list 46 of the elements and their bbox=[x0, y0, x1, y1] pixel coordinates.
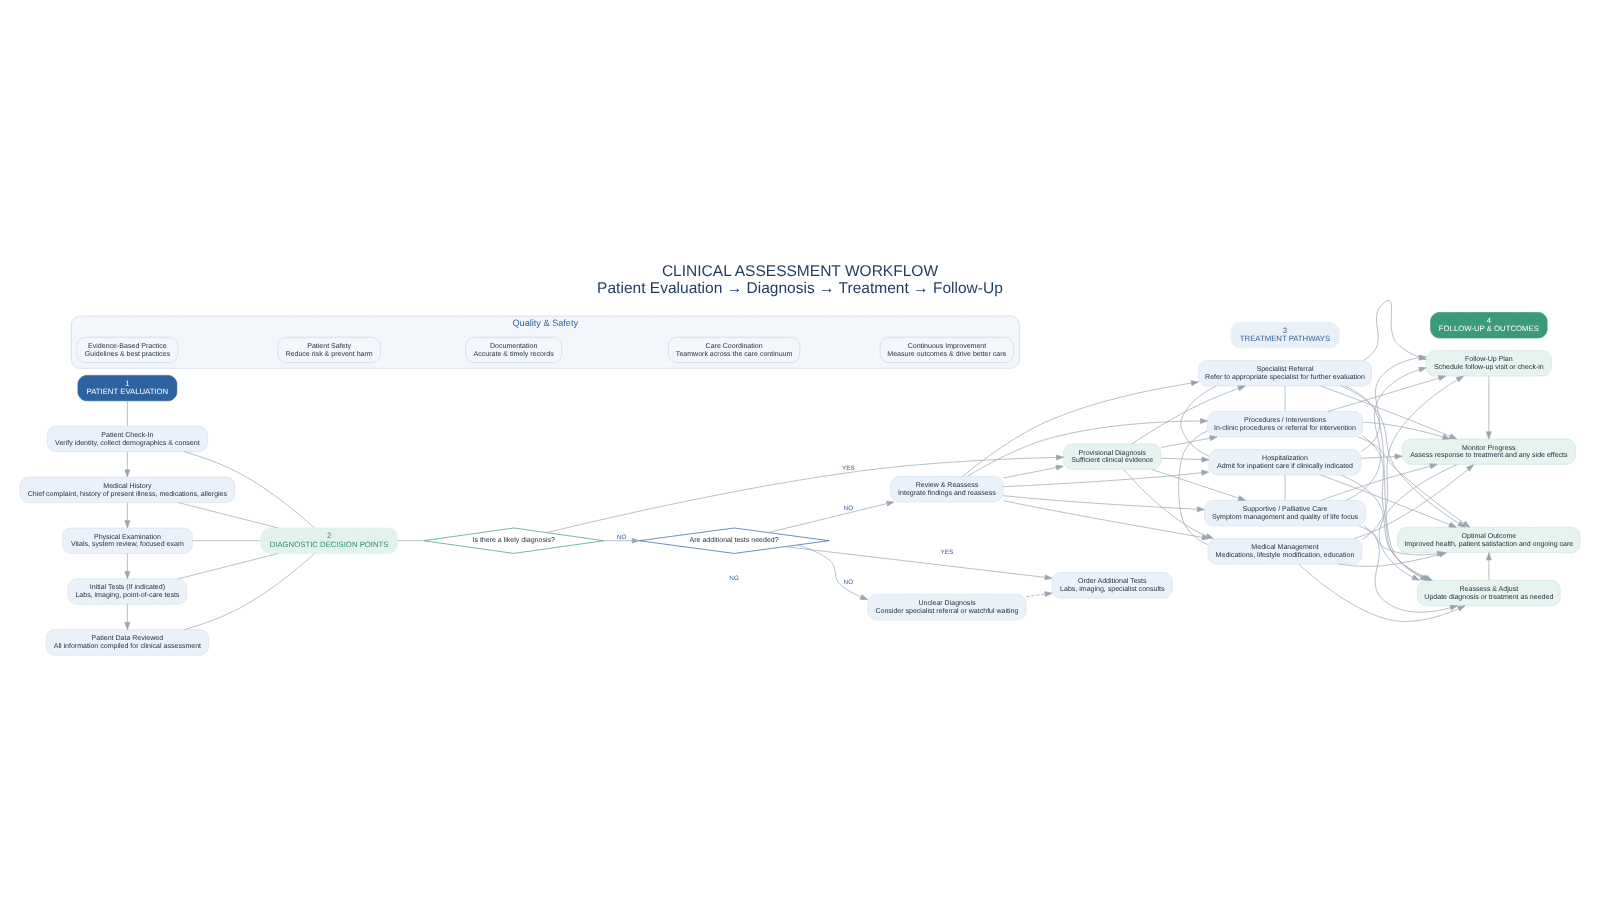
connector bbox=[127, 399, 128, 426]
arrow bbox=[1298, 562, 1466, 621]
connector bbox=[1284, 384, 1286, 411]
arrow bbox=[1002, 494, 1205, 512]
arrow bbox=[1320, 384, 1458, 439]
arrow bbox=[962, 379, 1199, 476]
arrow bbox=[1002, 463, 1064, 478]
arrow bbox=[1327, 374, 1447, 411]
arrow bbox=[1486, 375, 1492, 439]
arrow bbox=[1357, 435, 1471, 527]
arrow bbox=[1025, 590, 1053, 596]
arrow bbox=[124, 450, 131, 477]
arrow bbox=[1345, 365, 1427, 500]
connector bbox=[397, 539, 424, 541]
connector bbox=[184, 552, 315, 630]
arrow bbox=[1361, 374, 1464, 539]
arrow bbox=[124, 552, 131, 579]
arrow bbox=[1360, 452, 1403, 459]
arrow bbox=[1002, 468, 1210, 487]
arrow bbox=[784, 545, 1053, 580]
arrow bbox=[796, 543, 868, 599]
connector bbox=[178, 552, 279, 579]
connector bbox=[178, 501, 279, 528]
arrow bbox=[1320, 462, 1438, 500]
arrow bbox=[124, 603, 131, 629]
arrow bbox=[967, 417, 1208, 476]
arrow bbox=[1486, 551, 1492, 580]
arrow bbox=[1160, 455, 1210, 462]
connector bbox=[1284, 473, 1286, 500]
arrow bbox=[1002, 499, 1210, 540]
arrow bbox=[767, 499, 895, 532]
arrow bbox=[546, 453, 1064, 532]
arrow bbox=[1340, 384, 1466, 527]
arrow bbox=[1151, 468, 1246, 500]
arrow bbox=[1363, 524, 1458, 612]
connector bbox=[1180, 384, 1217, 456]
arrow bbox=[1362, 420, 1451, 439]
connector bbox=[1178, 429, 1209, 545]
arrow bbox=[1320, 473, 1457, 527]
arrow bbox=[1160, 434, 1218, 447]
connector bbox=[192, 539, 261, 541]
arrow bbox=[1354, 463, 1474, 538]
connector bbox=[184, 450, 315, 528]
arrow bbox=[124, 501, 131, 528]
arrow bbox=[1131, 384, 1246, 444]
arrow bbox=[603, 536, 640, 543]
